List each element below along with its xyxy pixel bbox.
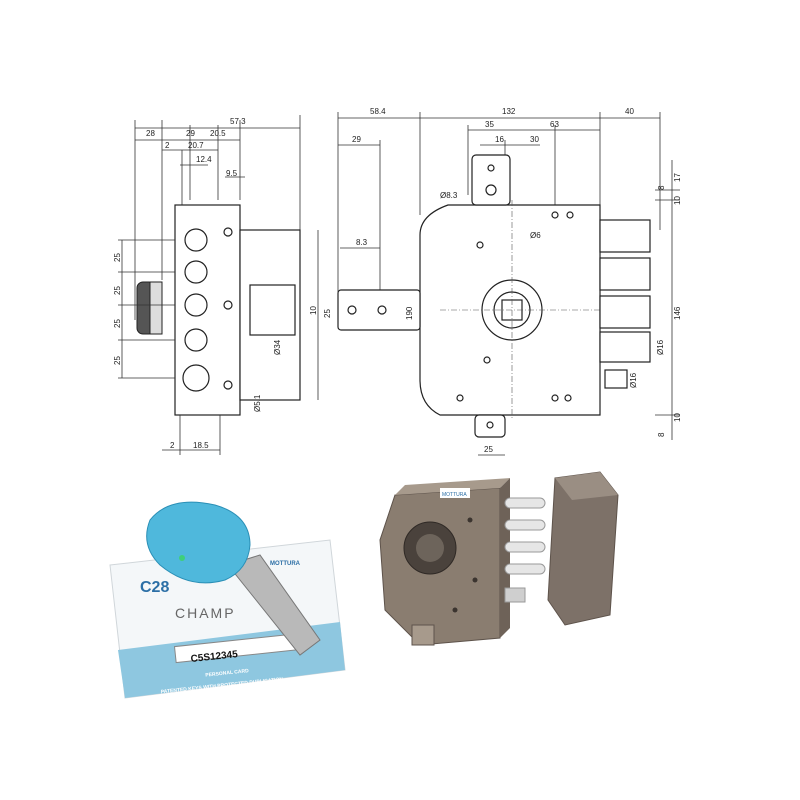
bolt [599,331,651,363]
bolt [504,541,546,553]
dim-label: 35 [485,120,494,129]
bolt-hole [184,328,208,352]
front-view: 58.4 132 40 29 35 63 16 30 8.3 25 190 Ø8… [323,107,682,456]
screw-hole [456,394,464,402]
key-card-photo: C28 CHAMP MOTTURA C5S12345 PERSONAL CARD… [109,501,346,699]
bolt-hole [184,260,208,284]
dim-label: 132 [502,107,516,116]
dim-label: 17 [673,173,682,182]
dim-label: 30 [530,135,539,144]
card-model: C28 [140,579,169,596]
bolt-hole [184,228,208,252]
latch [504,587,526,603]
dim-label: Ø6 [530,231,541,240]
lock-case-top [395,478,510,495]
dim-label: 25 [113,286,122,295]
dim-label: 25 [113,319,122,328]
knob-neck [149,281,163,335]
dim-label: 57.3 [230,117,246,126]
dim-label: Ø34 [273,339,282,355]
key-head-icon [146,501,251,584]
latch [604,369,628,389]
strike-top [555,472,618,500]
screw-hole [223,300,233,310]
dim-label: 190 [405,306,414,320]
dim-label: 20.5 [210,129,226,138]
dim-label: 12.4 [196,155,212,164]
key-blade [227,554,321,656]
dim-label: Ø8.3 [440,191,458,200]
dim-label: 10 [673,196,682,205]
dim-label: Ø16 [656,339,665,355]
dim-label: Ø16 [629,372,638,388]
screw-hole [223,227,233,237]
bolt [599,219,651,253]
dim-label: Ø5.1 [253,394,262,412]
dim-label: 25 [113,253,122,262]
dim-label: 28 [146,129,155,138]
screw-hole [347,305,357,315]
dim-label: 2 [170,441,175,450]
screw-hole [566,211,574,219]
mounting-tab-top [471,154,511,206]
bolt-hole [182,364,210,392]
cylinder-housing [249,284,296,336]
screw-hole [551,394,559,402]
dim-label: 2 [165,141,170,150]
screw-hole [564,394,572,402]
bolt [599,257,651,291]
screw-hole [551,211,559,219]
card-line1: PERSONAL CARD [205,668,249,679]
screw-hole [483,356,491,364]
bolt-hole [184,293,208,317]
bolt [504,519,546,531]
dim-label: 18.5 [193,441,209,450]
mounting-tab [411,624,435,646]
lock-label: MOTTURA [442,492,467,498]
dim-label: 25 [323,309,332,318]
screw-hole [467,517,473,523]
screw-hole [377,305,387,315]
dim-label: 10 [673,413,682,422]
dim-label: 29 [352,135,361,144]
screw-hole [452,607,458,613]
label-plate [440,488,470,498]
dim-label: 58.4 [370,107,386,116]
dim-label: 146 [673,306,682,320]
screw-hole [476,241,484,249]
dim-label: 9.5 [226,169,238,178]
side-view: 57.3 28 29 20.5 2 20.7 12.4 9.5 25 25 25 [113,115,319,455]
dim-label: 10 [309,306,318,315]
screw-hole [487,164,495,172]
dim-label: 8 [657,432,666,437]
dim-label: 20.7 [188,141,204,150]
dim-label: 8.3 [356,238,368,247]
dim-label: 40 [625,107,634,116]
bolt [504,497,546,509]
dim-label: 25 [484,445,493,454]
screw-hole [472,577,478,583]
cylinder-core [416,534,444,562]
screw-hole [485,184,497,196]
dim-label: 8 [657,185,666,190]
card-series: CHAMP [175,605,236,621]
lock-photo: MOTTURA [379,471,619,646]
bolt [599,295,651,329]
screw-hole [486,421,494,429]
dim-label: 16 [495,135,504,144]
screw-hole [223,380,233,390]
brand-logo: MOTTURA [270,561,301,567]
dim-label: 29 [186,129,195,138]
card-serial: C5S12345 [190,649,239,665]
led-icon [179,555,185,561]
dim-label: 63 [550,120,559,129]
bolt [504,563,546,575]
dim-label: 25 [113,356,122,365]
